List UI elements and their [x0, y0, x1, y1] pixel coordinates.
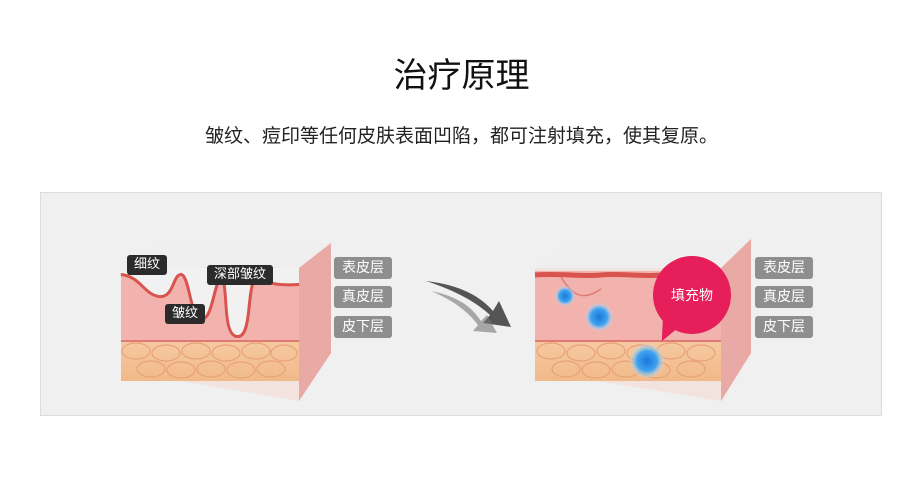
layer-dermis-after: 真皮层	[755, 286, 813, 308]
illustration-panel: 细纹 深部皱纹 皱纹 表皮层 真皮层 皮下层 填充物 表皮层 真皮层 皮下层	[40, 192, 882, 416]
page-title: 治疗原理	[393, 56, 530, 96]
layer-subcutaneous-before: 皮下层	[334, 316, 392, 338]
filler-bubble: 填充物	[653, 256, 731, 334]
skin-diagram	[120, 239, 751, 401]
filler-particle	[555, 286, 575, 306]
label-fine-lines: 细纹	[127, 255, 168, 275]
label-deep-wrinkles: 深部皱纹	[207, 265, 274, 285]
arrow-icon	[426, 281, 511, 333]
filler-particle	[630, 344, 664, 378]
layer-subcutaneous-after: 皮下层	[755, 316, 813, 338]
filler-particle	[585, 303, 613, 331]
layer-dermis-before: 真皮层	[334, 286, 392, 308]
layer-epidermis-after: 表皮层	[755, 257, 813, 279]
layer-epidermis-before: 表皮层	[334, 257, 392, 279]
label-wrinkles: 皱纹	[165, 304, 206, 324]
page-subtitle: 皱纹、痘印等任何皮肤表面凹陷，都可注射填充，使其复原。	[204, 125, 718, 147]
